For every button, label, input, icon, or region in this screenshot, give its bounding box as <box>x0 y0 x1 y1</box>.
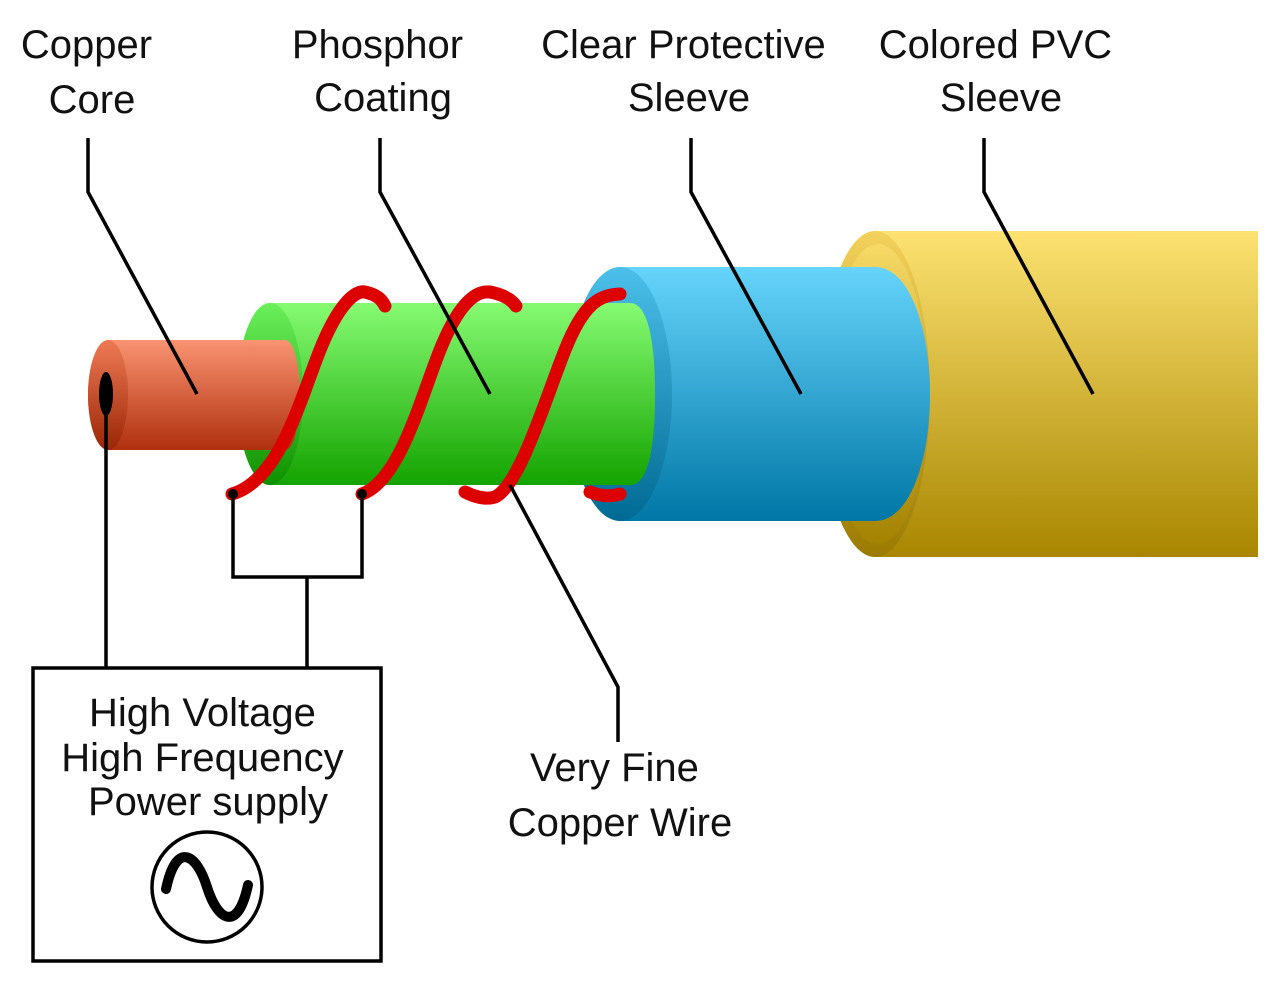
leader-pvc-sleeve <box>982 138 1095 395</box>
label-very-fine-copper-wire: Very Fine Copper Wire <box>508 746 733 845</box>
label-copper-core: Copper Core <box>21 23 163 122</box>
circuit-wires <box>104 394 364 668</box>
leader-clear-sleeve <box>689 138 803 395</box>
leader-fine-wire <box>508 484 620 742</box>
label-clear-protective-sleeve: Clear Protective Sleeve <box>541 23 837 120</box>
fine-copper-wire <box>225 285 627 505</box>
sine-wave-glyph <box>161 852 253 922</box>
label-phosphor-coating: Phosphor Coating <box>292 23 474 120</box>
leader-lines <box>86 138 1095 742</box>
power-supply-box <box>31 666 383 963</box>
label-colored-pvc-sleeve: Colored PVC Sleeve <box>879 23 1124 120</box>
copper-core <box>88 340 300 450</box>
label-power-supply: High Voltage High Frequency Power supply <box>61 691 355 824</box>
leader-copper-core <box>86 138 199 395</box>
leader-phosphor-coating <box>378 138 492 395</box>
